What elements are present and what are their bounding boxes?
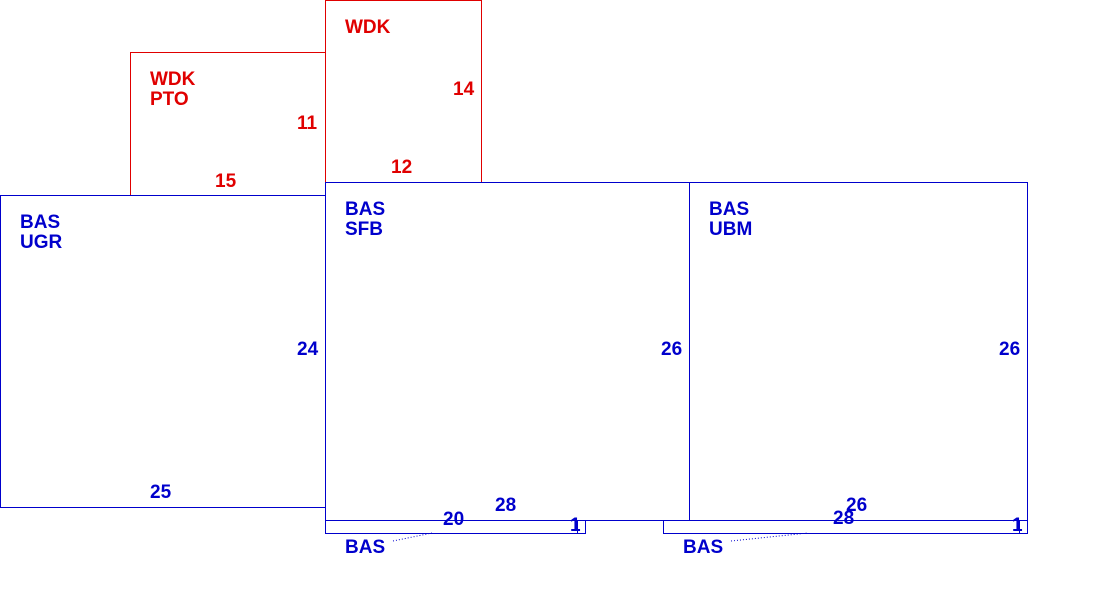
room-wdk-pto-dim-side: 11 — [297, 113, 318, 134]
room-bas-strip-2[interactable] — [663, 520, 1028, 534]
room-wdk-dim-bottom: 12 — [391, 157, 413, 178]
room-bas-sfb-dim-bottom: 28 — [495, 495, 517, 516]
room-bas-strip-2-divider — [1019, 520, 1020, 534]
room-bas-ubm-dim-bottom: 26 — [846, 495, 868, 516]
room-bas-sfb-dim-side: 26 — [661, 339, 683, 360]
room-bas-strip-2-name: BAS — [683, 537, 724, 558]
leader-line-strip-1 — [392, 532, 433, 542]
room-wdk-name: WDK — [345, 17, 391, 38]
room-bas-ugr-dim-bottom: 25 — [150, 482, 172, 503]
room-bas-strip-2-dim-width: 1 — [1012, 515, 1023, 536]
room-bas-ubm-dim-side: 26 — [999, 339, 1021, 360]
room-wdk-dim-side: 14 — [453, 79, 475, 100]
room-bas-strip-1-name: BAS — [345, 537, 386, 558]
room-bas-strip-1-dim-length: 20 — [443, 509, 465, 530]
room-bas-strip-1[interactable] — [325, 520, 586, 534]
room-bas-strip-2-dim-length: 28 — [833, 508, 855, 529]
room-bas-strip-1-divider — [577, 520, 578, 534]
leader-line-strip-2 — [730, 532, 809, 542]
room-bas-ugr-dim-side: 24 — [297, 339, 319, 360]
room-wdk-pto-dim-bottom: 15 — [215, 171, 237, 192]
room-bas-strip-1-dim-width: 1 — [570, 515, 581, 536]
